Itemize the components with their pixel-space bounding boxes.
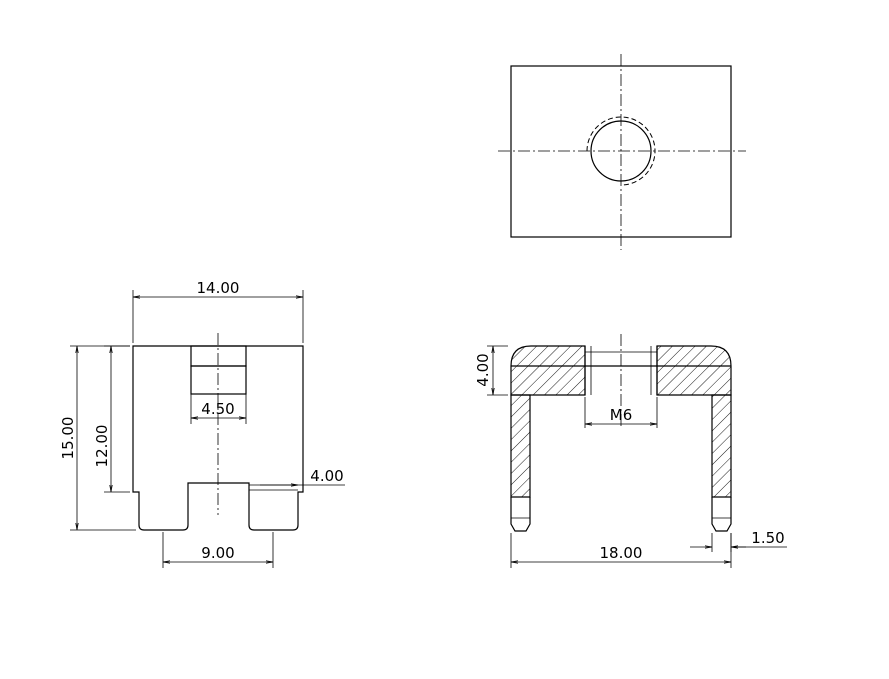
section-leg-right xyxy=(711,394,732,498)
top-view-outline xyxy=(510,65,732,238)
section-leg-left xyxy=(510,394,531,498)
section-leg-right-tip xyxy=(711,497,732,532)
section-top-bar-right xyxy=(656,345,732,396)
dim-label-height-body: 12.00 xyxy=(93,425,111,468)
section-top-bar-left xyxy=(510,345,586,396)
front-view: 14.00 15.00 12.00 4.50 4.00 xyxy=(59,279,345,568)
thread-hidden-arc xyxy=(586,116,656,186)
dimension-width-top: 14.00 xyxy=(132,279,304,343)
dimension-span: 18.00 xyxy=(510,533,732,568)
section-view: M6 4.00 18.00 1.50 xyxy=(474,334,787,568)
dim-label-span: 18.00 xyxy=(600,544,643,562)
dimension-tab-width: 4.00 xyxy=(249,467,345,485)
section-leg-left-tip xyxy=(510,497,531,532)
dim-label-hole-width: 4.50 xyxy=(201,400,234,418)
dimension-height-body: 12.00 xyxy=(93,345,130,493)
dim-label-width-top: 14.00 xyxy=(197,279,240,297)
hole-upper-slot xyxy=(190,345,247,367)
hole-lower-slot xyxy=(190,365,247,395)
front-view-outline xyxy=(132,345,304,531)
dimension-thread: M6 xyxy=(584,397,658,428)
dimension-hole-width: 4.50 xyxy=(190,394,247,424)
top-view xyxy=(498,54,746,250)
dimension-pin-thickness: 1.50 xyxy=(690,529,787,552)
dim-label-pin-thickness: 1.50 xyxy=(751,529,784,547)
dim-label-tab-width: 4.00 xyxy=(310,467,343,485)
dimension-leg-spacing: 9.00 xyxy=(162,532,274,568)
dim-label-thickness: 4.00 xyxy=(474,353,492,386)
dim-label-height-total: 15.00 xyxy=(59,417,77,460)
dim-label-thread: M6 xyxy=(610,406,633,424)
dim-label-leg-spacing: 9.00 xyxy=(201,544,234,562)
dimension-thickness: 4.00 xyxy=(474,345,508,396)
threaded-hole-circle xyxy=(590,120,652,182)
dimension-height-total: 15.00 xyxy=(59,345,136,531)
